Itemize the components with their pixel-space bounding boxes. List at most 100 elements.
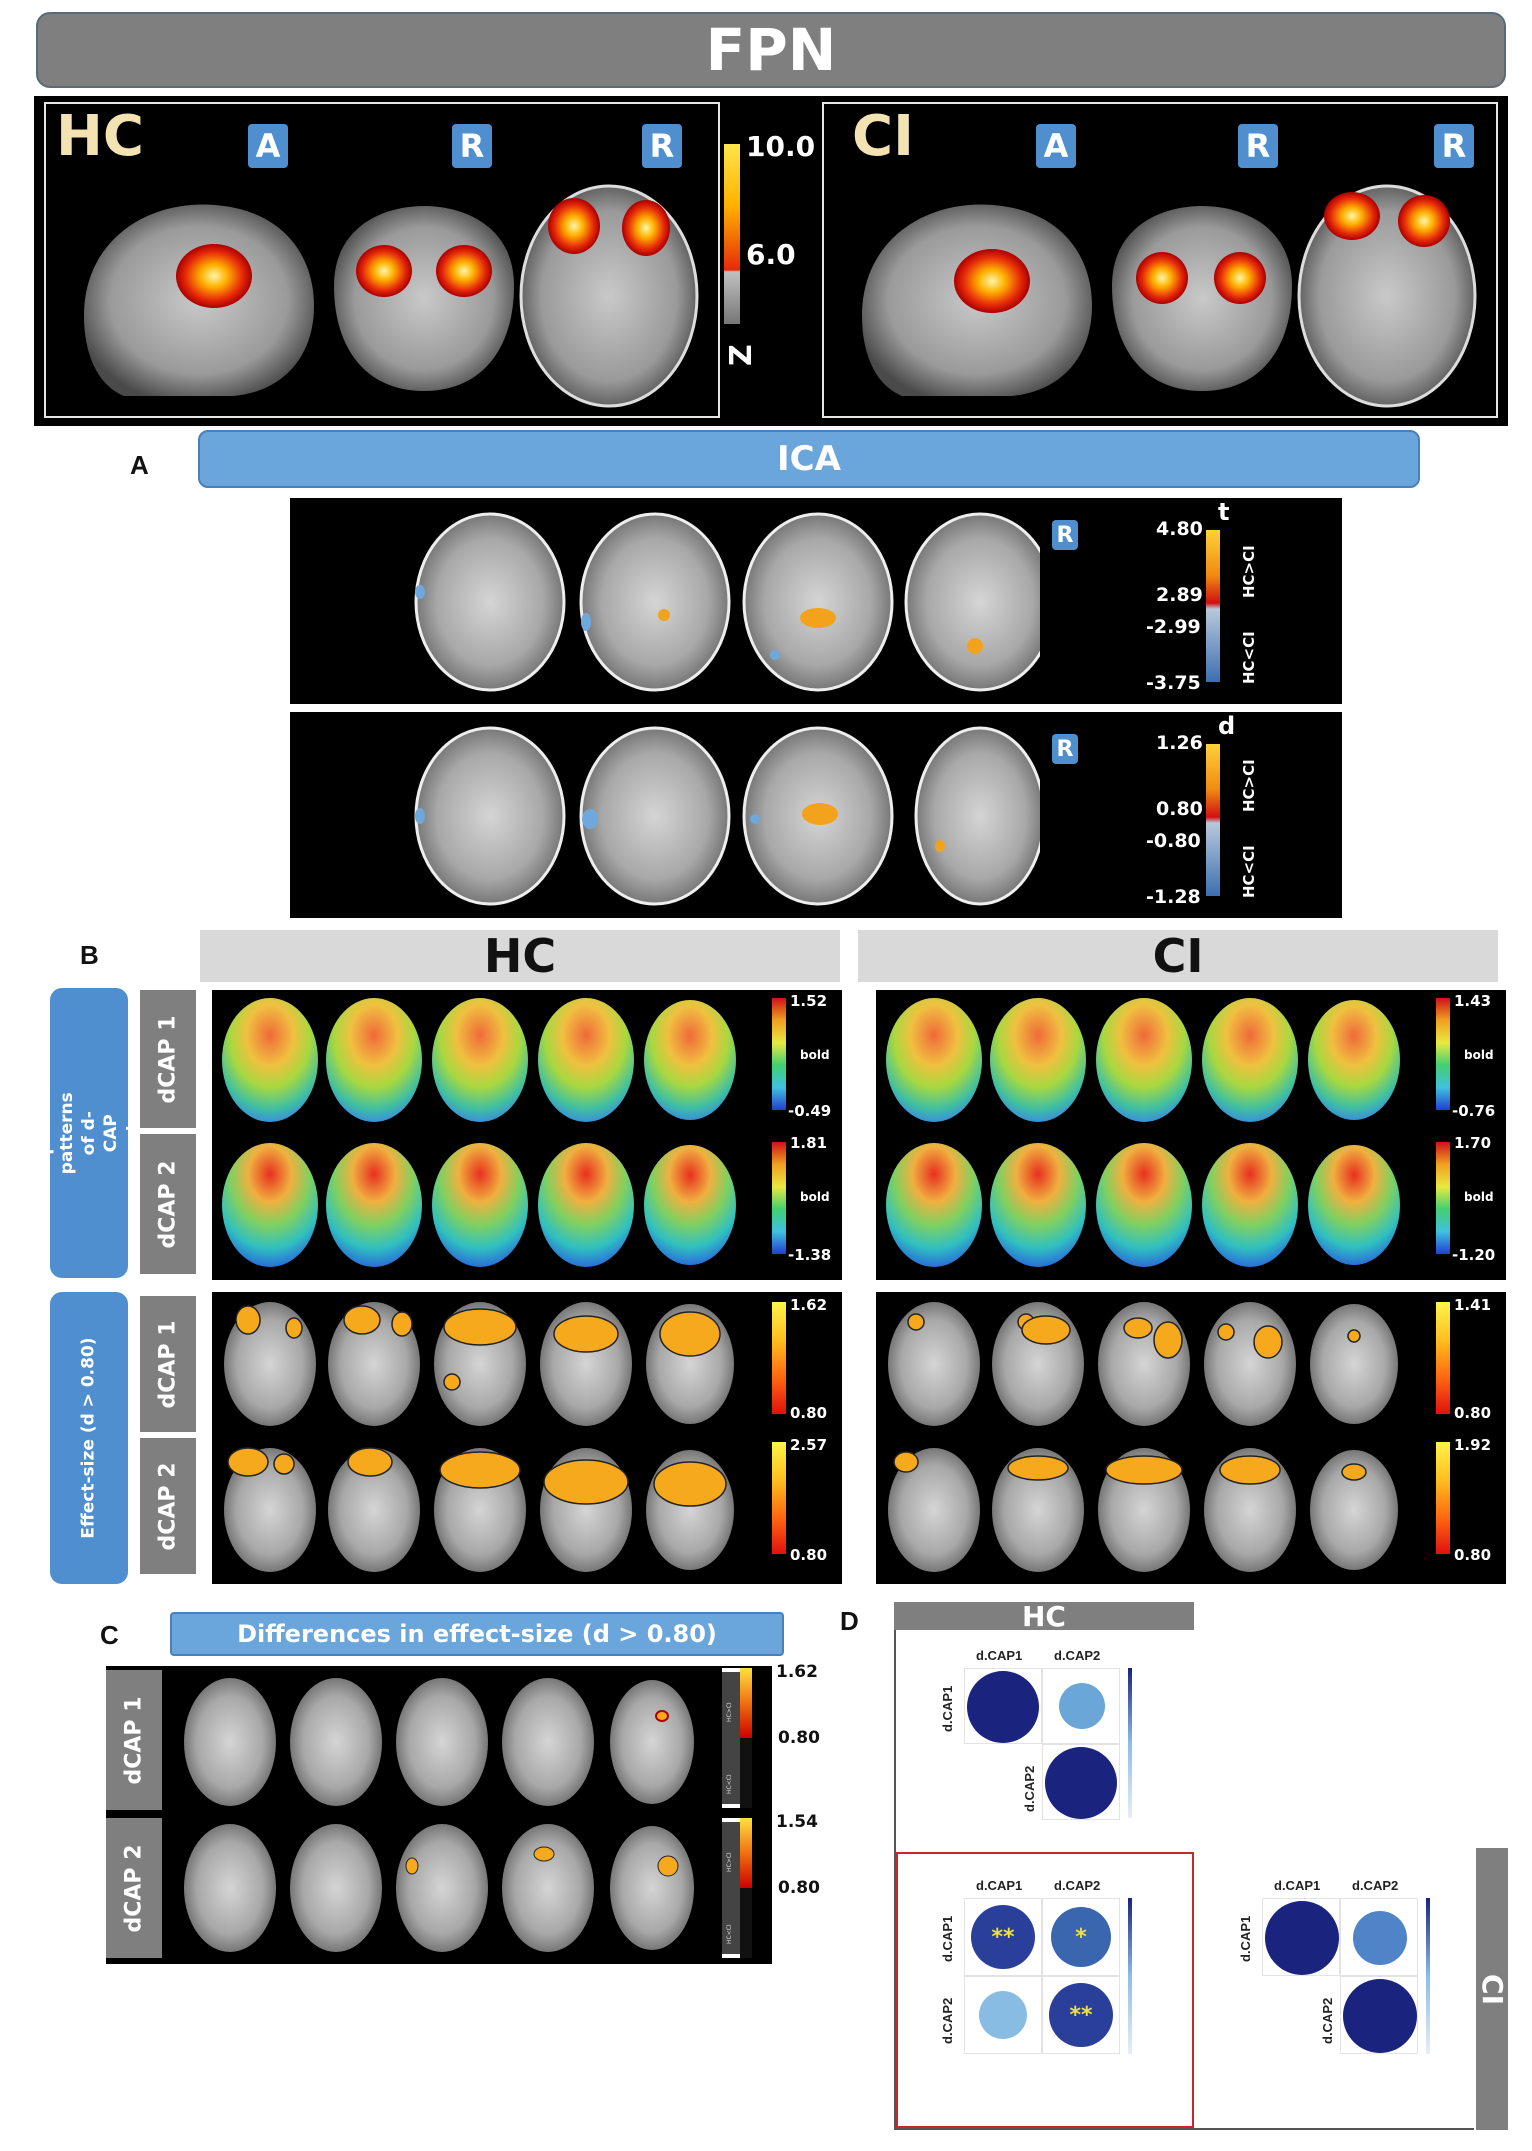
scale-min: -0.49	[788, 1102, 832, 1120]
matrix-cell	[1042, 1744, 1120, 1820]
ica-row-t: R t 4.80 2.89 -2.99 -3.75 HC>CI HC<CI	[290, 498, 1342, 704]
row-label: d.CAP1	[940, 1685, 955, 1732]
matrix-cell: **	[1042, 1976, 1120, 2054]
pos-direction: HC>CI	[1240, 759, 1258, 812]
diff-colorbar-box: HC>CI HC<CI	[722, 1818, 752, 1958]
pos-direction: HC>CI	[1240, 545, 1258, 598]
scale-value: 0.80	[1156, 798, 1203, 820]
scale-max: 1.62	[790, 1296, 828, 1314]
col-label: d.CAP1	[976, 1648, 1023, 1663]
activation-blob	[1214, 252, 1266, 304]
bold-colorbar	[772, 998, 786, 1110]
diff-corr-matrix: d.CAP1 d.CAP2 d.CAP1 d.CAP2 ** * **	[930, 1878, 1140, 2078]
row-label: d.CAP2	[940, 1997, 955, 2044]
ica-t-brains	[414, 512, 1040, 692]
scale-min: 0.80	[1454, 1546, 1492, 1564]
effect-colorbar	[772, 1302, 786, 1414]
row-label: d.CAP1	[940, 1915, 955, 1962]
significance-star: *	[1075, 1924, 1087, 1950]
dcap1-label: dCAP 1	[140, 1296, 196, 1432]
scale-max: 1.70	[1454, 1134, 1492, 1152]
ci-spatial-brains	[886, 998, 1400, 1267]
scale-max: 1.41	[1454, 1296, 1492, 1314]
row-label: d.CAP2	[1022, 1765, 1037, 1812]
activation-blob	[548, 198, 600, 254]
scale-value: -0.80	[1146, 830, 1201, 852]
matrix-cell: **	[964, 1898, 1042, 1976]
ica-title: ICA	[777, 439, 841, 479]
fpn-hc-brains	[84, 184, 699, 408]
panel-c-letter: C	[100, 1620, 119, 1650]
activation-blob	[436, 245, 492, 297]
fpn-title-bar: FPN	[36, 12, 1506, 88]
hc-spatial-brains	[222, 998, 736, 1267]
ci-spatial-panel: 1.43 bold -0.76 1.70 bold -1.20	[876, 990, 1506, 1280]
bold-colorbar	[1436, 998, 1450, 1110]
dcap1-label: dCAP 1	[106, 1670, 162, 1810]
scale-value: 2.89	[1156, 584, 1203, 606]
bold-label: bold	[800, 1048, 830, 1062]
effect-colorbar	[1436, 1302, 1450, 1414]
panel-d-letter: D	[840, 1606, 859, 1636]
col-label: d.CAP1	[1274, 1878, 1321, 1893]
bold-label: bold	[1464, 1048, 1494, 1062]
diff-colorbar	[740, 1668, 752, 1738]
scale-max: 1.54	[776, 1812, 818, 1832]
activation-blob	[954, 249, 1030, 313]
corr-colorbar	[1128, 1668, 1132, 1818]
axial-brain	[519, 184, 699, 408]
activation-blob	[356, 245, 412, 297]
hc-spatial-panel: 1.52 bold -0.49 1.81 bold -1.38	[212, 990, 842, 1280]
col-label: d.CAP2	[1054, 1878, 1101, 1893]
colorbar-threshold: 6.0	[746, 238, 796, 271]
fpn-ci-label: CI	[852, 104, 914, 169]
effect-size-label: Effect-size (d > 0.80)	[50, 1292, 128, 1584]
fpn-title: FPN	[705, 16, 837, 84]
orient-badge: R	[1052, 520, 1078, 550]
orient-badge: A	[1036, 124, 1076, 168]
scale-max: 1.92	[1454, 1436, 1492, 1454]
matrix-cell	[1340, 1976, 1418, 2054]
effect-colorbar	[1436, 1442, 1450, 1554]
matrix-cell	[1042, 1668, 1120, 1744]
panel-c-title: Differences in effect-size (d > 0.80)	[237, 1620, 717, 1648]
orient-badge: R	[1434, 124, 1474, 168]
corr-colorbar	[1426, 1898, 1430, 2054]
activation-blob	[1398, 195, 1450, 247]
row-label: d.CAP2	[1320, 1997, 1335, 2044]
hc-effect-panel: 1.62 0.80 2.57 0.80	[212, 1292, 842, 1584]
scale-max: 1.81	[790, 1134, 828, 1152]
ci-corr-matrix: d.CAP1 d.CAP2 d.CAP1 d.CAP2	[1228, 1878, 1438, 2078]
orient-badge: R	[1052, 734, 1078, 764]
orient-badge: R	[1238, 124, 1278, 168]
scale-min: -0.76	[1452, 1102, 1496, 1120]
diff-corr-frame	[896, 1852, 1194, 2128]
spatial-patterns-label: Spatial patterns of d-CAP sets	[35, 988, 143, 1278]
scale-min: 0.80	[790, 1546, 828, 1564]
dcap2-label: dCAP 2	[106, 1818, 162, 1958]
bold-colorbar	[772, 1142, 786, 1254]
fpn-hc-label: HC	[56, 104, 144, 169]
scale-min: -1.20	[1452, 1246, 1496, 1264]
scale-value: -1.28	[1146, 886, 1201, 908]
orient-badge: R	[452, 124, 492, 168]
stat-label: d	[1218, 712, 1236, 740]
orient-badge: A	[248, 124, 288, 168]
panel-d-hc-header: HC	[894, 1600, 1194, 1633]
col-label: d.CAP2	[1352, 1878, 1399, 1893]
corr-colorbar	[1128, 1898, 1132, 2054]
panel-b-hc-header: HC	[200, 929, 840, 983]
scale-min: 0.80	[1454, 1404, 1492, 1422]
panel-a-letter: A	[130, 450, 149, 480]
hc-corr-matrix: d.CAP1 d.CAP2 d.CAP1 d.CAP2	[930, 1648, 1140, 1828]
ica-d-brains	[414, 726, 1040, 906]
scale-value: -2.99	[1146, 616, 1201, 638]
significance-star: **	[1069, 2002, 1093, 2028]
scale-max: 1.52	[790, 992, 828, 1010]
stat-label: t	[1218, 498, 1230, 526]
fpn-ci-frame	[822, 102, 1498, 418]
scale-max: 1.43	[1454, 992, 1492, 1010]
matrix-cell	[964, 1976, 1042, 2054]
diff-direction-strip: HC>CI HC<CI	[722, 1822, 740, 1954]
